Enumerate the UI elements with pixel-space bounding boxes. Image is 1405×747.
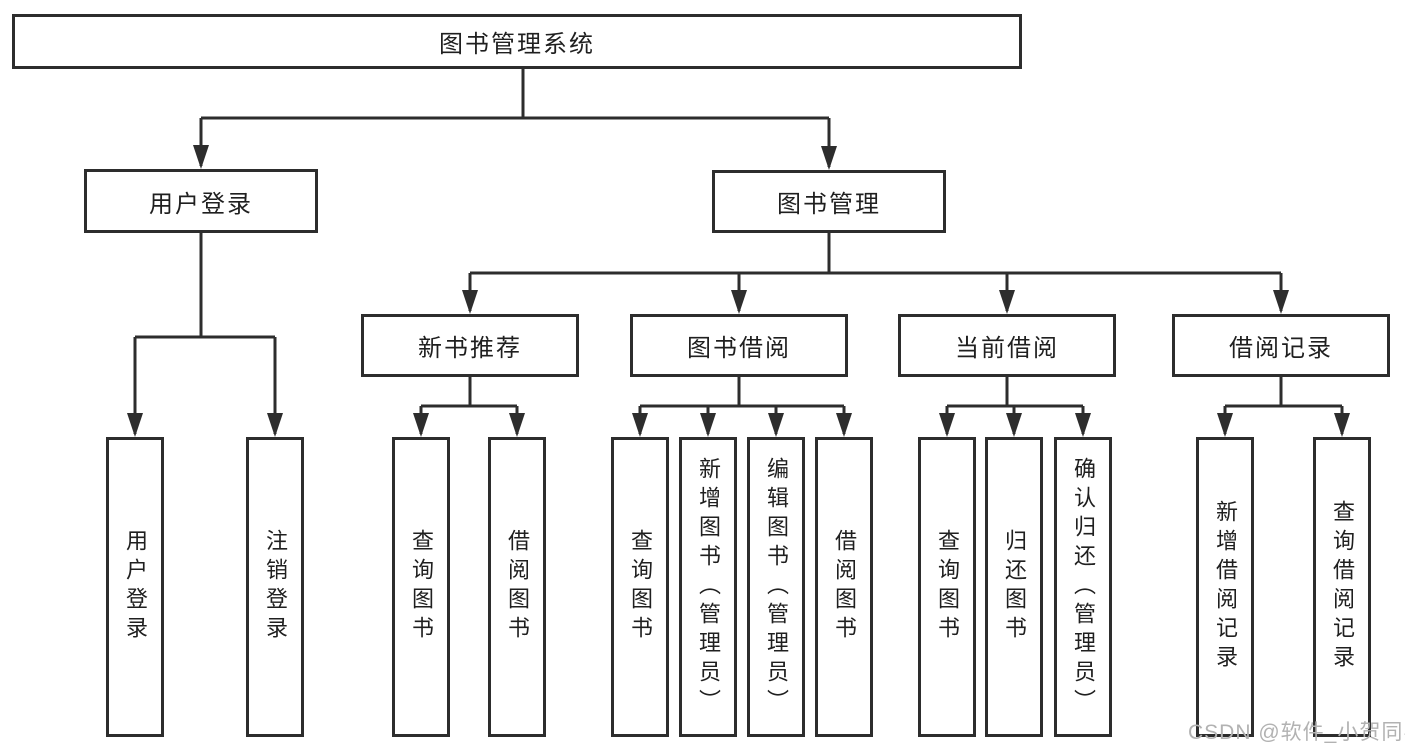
leaf-logout-label: 注销登录	[263, 529, 288, 645]
leaf-recommend-query-books: 查询图书	[392, 437, 450, 737]
node-book-management: 图书管理	[712, 170, 946, 233]
arrowheads	[127, 145, 1350, 437]
leaf-add-books-admin-label: 新增图书（管理员）	[696, 456, 721, 718]
node-current-borrow-label: 当前借阅	[955, 335, 1059, 362]
leaf-current-query-books-label: 查询图书	[935, 529, 960, 645]
leaf-add-books-admin: 新增图书（管理员）	[679, 437, 737, 737]
node-book-borrow-label: 图书借阅	[687, 335, 791, 362]
leaf-add-borrow-record-label: 新增借阅记录	[1213, 500, 1238, 674]
leaf-confirm-return-admin: 确认归还（管理员）	[1054, 437, 1112, 737]
node-borrow-records-label: 借阅记录	[1229, 335, 1333, 362]
node-root: 图书管理系统	[12, 14, 1022, 69]
node-user-login: 用户登录	[84, 169, 318, 233]
leaf-borrow-query-books-label: 查询图书	[628, 529, 653, 645]
csdn-watermark: CSDN @软件_小贺同学	[1188, 721, 1405, 744]
leaf-recommend-query-books-label: 查询图书	[409, 529, 434, 645]
node-book-borrow: 图书借阅	[630, 314, 848, 377]
leaf-current-query-books: 查询图书	[918, 437, 976, 737]
leaf-return-books: 归还图书	[985, 437, 1043, 737]
node-new-book-recommend: 新书推荐	[361, 314, 579, 377]
leaf-logout: 注销登录	[246, 437, 304, 737]
node-current-borrow: 当前借阅	[898, 314, 1116, 377]
leaf-recommend-borrow-books: 借阅图书	[488, 437, 546, 737]
node-user-login-label: 用户登录	[149, 190, 253, 218]
leaf-recommend-borrow-books-label: 借阅图书	[505, 529, 530, 645]
leaf-user-login-label: 用户登录	[123, 529, 148, 645]
leaf-return-books-label: 归还图书	[1002, 529, 1027, 645]
leaf-confirm-return-admin-label: 确认归还（管理员）	[1071, 456, 1096, 718]
leaf-add-borrow-record: 新增借阅记录	[1196, 437, 1254, 737]
leaf-edit-books-admin: 编辑图书（管理员）	[747, 437, 805, 737]
leaf-query-borrow-record-label: 查询借阅记录	[1330, 500, 1355, 674]
node-root-label: 图书管理系统	[439, 31, 595, 58]
leaf-edit-books-admin-label: 编辑图书（管理员）	[764, 456, 789, 718]
node-borrow-records: 借阅记录	[1172, 314, 1390, 377]
leaf-user-login: 用户登录	[106, 437, 164, 737]
node-book-management-label: 图书管理	[777, 191, 881, 218]
leaf-borrow-books: 借阅图书	[815, 437, 873, 737]
leaf-borrow-query-books: 查询图书	[611, 437, 669, 737]
node-new-book-recommend-label: 新书推荐	[418, 335, 522, 362]
leaf-borrow-books-label: 借阅图书	[832, 529, 857, 645]
leaf-query-borrow-record: 查询借阅记录	[1313, 437, 1371, 737]
